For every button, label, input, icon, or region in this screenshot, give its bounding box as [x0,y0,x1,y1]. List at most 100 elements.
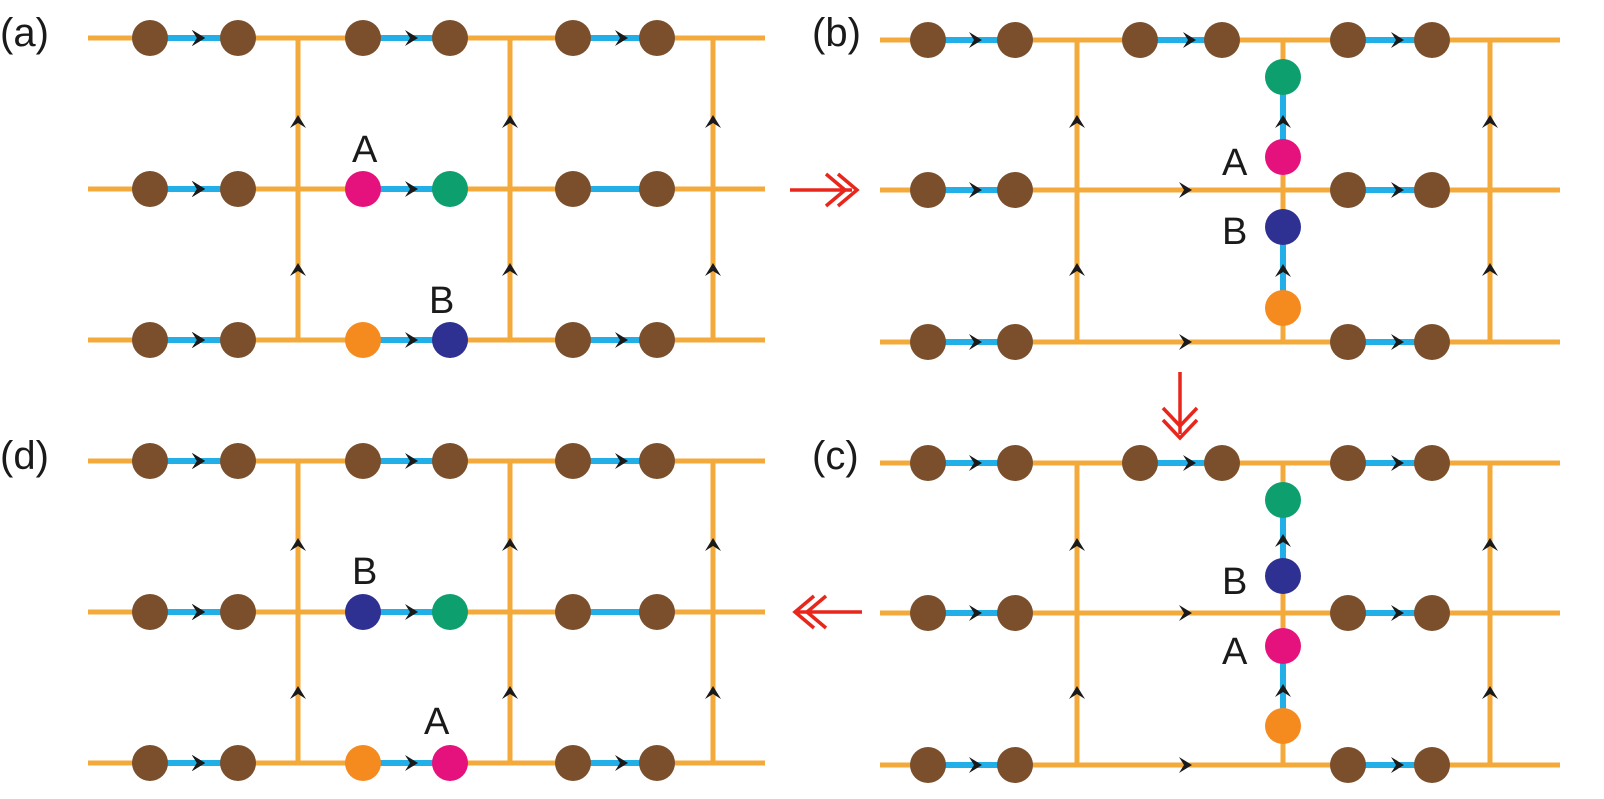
site-b-1-1-r [1414,172,1450,208]
site-green-d-1-1-r [432,594,468,630]
arrowhead-icon-d-col-0-0 [290,538,306,551]
site-d-0-0-r [220,443,256,479]
arrowhead-icon-b-col-1-1 [1482,263,1498,276]
site-d-1-0-r [220,594,256,630]
site-a-0-0-l [132,20,168,56]
arrowhead-icon-b-r0b [1183,32,1196,48]
site-green-c [1265,482,1301,518]
arrowhead-icon-b-r0c [1391,32,1404,48]
arrowhead-icon-d-col-0-1 [290,686,306,699]
arrowhead-icon-d-r1a [192,604,205,620]
arrowhead-icon-b-r1b [1179,182,1192,198]
site-c-0-0-r [997,445,1033,481]
lattice-sites-layer [132,20,1450,783]
arrowhead-icon-a-r1b [405,181,418,197]
site-a-2-0-l [132,322,168,358]
arrowhead-icon-b-vert-0 [1275,115,1291,128]
panel-label-a: (a) [0,11,49,55]
arrowhead-icon-d-r0c [615,453,628,469]
site-label-c-A: A [1222,631,1248,673]
site-label-b-A: A [1222,142,1248,184]
site-b-2-0-r [997,324,1033,360]
site-a-2-0-r [220,322,256,358]
arrowhead-icon-c-r2a [969,757,982,773]
arrowhead-icon-b-vert-1 [1275,264,1291,277]
double-chevron-icon-left-0 [804,594,828,630]
arrowhead-icon-d-r2a [192,755,205,771]
arrowhead-icon-a-r2b [405,332,418,348]
arrowhead-icon-b-r2b [1179,334,1192,350]
site-c-2-1-r [1414,747,1450,783]
arrowhead-icon-d-col-1-0 [502,538,518,551]
site-b-0-2-r [1414,22,1450,58]
site-a-1-0-r [220,171,256,207]
site-c-0-2-r [1414,445,1450,481]
arrowhead-icon-b-r2c [1391,334,1404,350]
site-d-2-2-l [555,745,591,781]
double-chevron-icon-right-0 [824,172,848,208]
arrowhead-icon-a-r2c [615,332,628,348]
arrowhead-icon-a-r1a [192,181,205,197]
site-b-0-0-r [997,22,1033,58]
site-green-a-1-1-r [432,171,468,207]
arrowhead-icon-c-r0b [1183,455,1196,471]
double-chevron-icon-down-1 [1161,418,1199,441]
arrowhead-icon-a-col-2-0 [705,115,721,128]
arrowhead-icon-a-col-1-1 [502,263,518,276]
arrowhead-icon-d-col-2-1 [705,686,721,699]
arrowhead-icon-b-col-0-1 [1069,263,1085,276]
labels-layer: (a) (b) (c) (d) A B A B B A B A [0,11,1248,743]
site-a-0-0-r [220,20,256,56]
arrowhead-icon-d-r2b [405,755,418,771]
arrowhead-icon-c-col-0-1 [1069,686,1085,699]
site-label-d-B: B [352,551,377,593]
arrowhead-icon-c-col-1-0 [1482,538,1498,551]
arrowhead-icon-d-r0b [405,453,418,469]
arrowhead-icon-b-r2a [969,334,982,350]
site-a-0-2-r [639,20,675,56]
double-chevron-icon-right-1 [836,172,860,208]
site-c-2-0-r [997,747,1033,783]
site-c-1-1-r [1414,595,1450,631]
site-d-2-0-l [132,745,168,781]
arrowhead-icon-b-r0a [969,32,982,48]
arrowhead-icon-c-r1a [969,605,982,621]
arrowhead-icon-a-col-0-1 [290,263,306,276]
arrowhead-icon-d-r0a [192,453,205,469]
site-c-2-1-l [1330,747,1366,783]
arrowhead-icon-b-col-0-0 [1069,115,1085,128]
site-d-0-2-l [555,443,591,479]
site-d-0-2-r [639,443,675,479]
arrowhead-icon-c-r1b [1179,605,1192,621]
lattice-lines-layer [88,35,1560,768]
arrowhead-icon-a-r2a [192,332,205,348]
panel-label-d: (d) [0,434,49,478]
arrowhead-icon-d-col-1-1 [502,686,518,699]
arrowhead-icon-b-r1c [1391,182,1404,198]
arrowhead-icon-a-col-1-0 [502,115,518,128]
arrowhead-icon-b-col-1-0 [1482,115,1498,128]
arrowhead-icon-a-r0c [615,30,628,46]
site-d-0-1-l [345,443,381,479]
site-orange-d-2-1-l [345,745,381,781]
site-d-1-2-r [639,594,675,630]
site-b-0-1-l [1122,22,1158,58]
site-a-0-1-l [345,20,381,56]
arrowhead-icon-a-r0b [405,30,418,46]
site-a-0-1-r [432,20,468,56]
site-green-b [1265,59,1301,95]
lattice-arrows-layer [192,30,1498,773]
site-a-0-2-l [555,20,591,56]
site-orange-b [1265,290,1301,326]
site-label-a-B: B [429,280,454,322]
double-chevron-icon-down-0 [1161,406,1199,429]
site-a-2-2-l [555,322,591,358]
site-orange-a-2-1-l [345,322,381,358]
arrowhead-icon-d-col-2-0 [705,538,721,551]
panel-label-b: (b) [812,11,861,55]
site-d-0-0-l [132,443,168,479]
site-a-1-2-l [555,171,591,207]
site-b-c [1265,558,1301,594]
arrowhead-icon-c-col-0-0 [1069,538,1085,551]
